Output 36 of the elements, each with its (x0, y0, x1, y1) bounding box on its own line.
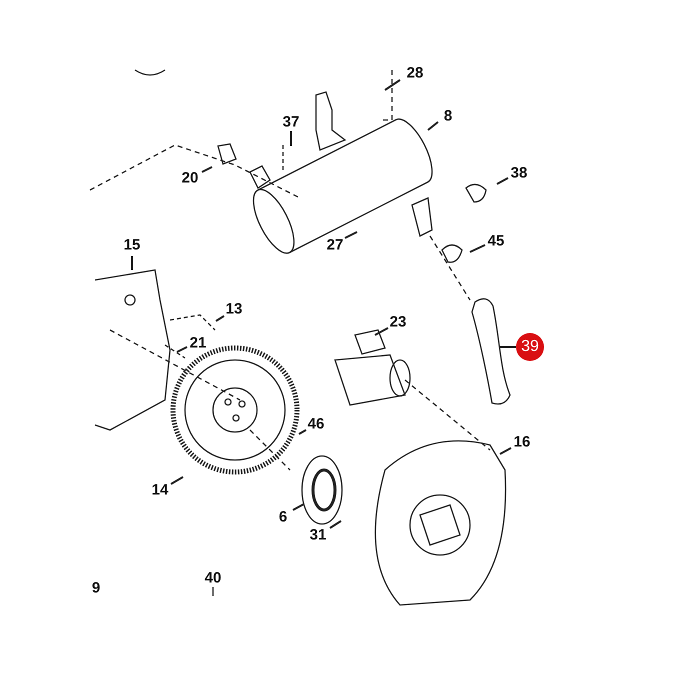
callout-number: 46 (308, 416, 324, 432)
callout-number: 13 (226, 302, 242, 316)
callout-number: 20 (182, 170, 198, 186)
leader-line (427, 121, 439, 131)
leader-line (215, 315, 225, 322)
callout-number: 8 (444, 108, 452, 124)
leader-line (384, 79, 401, 91)
leader-line (292, 503, 304, 511)
leader-line (202, 166, 212, 173)
callout-number: 14 (152, 482, 168, 498)
callout-number: 23 (390, 314, 406, 330)
callout-number: 16 (514, 434, 530, 450)
leader-line (329, 520, 342, 529)
callout-number: 31 (310, 528, 326, 542)
callout-number: 15 (124, 238, 140, 252)
callout-number: 45 (488, 234, 504, 248)
leader-line (496, 177, 508, 185)
callout-number: 21 (190, 336, 206, 350)
leader-line (374, 327, 388, 336)
leader-line (500, 447, 512, 455)
callout-number: 38 (510, 166, 528, 180)
callout-number: 39 (516, 333, 544, 361)
callout-number: 6 (278, 510, 288, 524)
callout-number: 37 (282, 114, 300, 130)
callout-number: 27 (326, 238, 344, 252)
callout-number: 40 (204, 570, 222, 586)
leader-line (131, 256, 133, 270)
leader-line (298, 429, 306, 435)
leader-line (344, 231, 358, 239)
callout-number: 28 (406, 66, 424, 80)
leader-line (170, 476, 184, 485)
callout-number: 9 (92, 580, 100, 596)
leader-line (290, 131, 292, 146)
leader-line (176, 346, 188, 353)
leader-line (500, 346, 516, 348)
leader-line (470, 244, 486, 253)
